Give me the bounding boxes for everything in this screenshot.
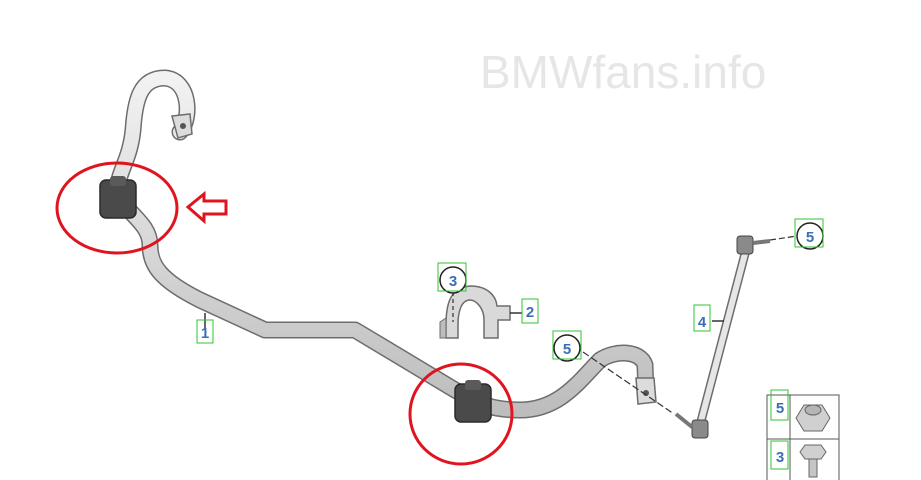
- watermark-text: BMWfans.info: [480, 46, 766, 98]
- svg-text:5: 5: [563, 341, 571, 358]
- svg-text:5: 5: [806, 229, 814, 246]
- callout-5-bar[interactable]: 5: [552, 330, 582, 362]
- highlight-circle-right: [408, 362, 514, 466]
- callout-5-legend[interactable]: 5: [770, 389, 789, 421]
- callout-1[interactable]: 1: [196, 319, 214, 344]
- bar-bushing-right: [454, 380, 492, 423]
- svg-text:4: 4: [698, 314, 707, 331]
- fastener-legend: [766, 394, 840, 480]
- callout-4[interactable]: 4: [693, 304, 711, 332]
- bracket-part-2: [439, 285, 522, 339]
- callout-5-link-top[interactable]: 5: [794, 218, 824, 250]
- bolt-icon: [799, 444, 827, 478]
- highlight-circle-left: [55, 161, 179, 255]
- callout-3[interactable]: 3: [437, 262, 467, 294]
- leader-line-5-top: [769, 235, 798, 241]
- svg-text:2: 2: [526, 304, 534, 321]
- callout-3-legend[interactable]: 3: [770, 440, 789, 470]
- svg-text:1: 1: [201, 325, 209, 342]
- svg-text:3: 3: [776, 449, 784, 466]
- stabilizer-link: [674, 235, 771, 439]
- bar-bushing-left: [99, 176, 137, 219]
- svg-text:3: 3: [449, 273, 457, 290]
- svg-text:5: 5: [776, 400, 784, 417]
- leader-line-5-bar: [582, 351, 675, 415]
- arrow-left-icon: [185, 190, 228, 225]
- callout-2[interactable]: 2: [521, 298, 539, 324]
- stabilizer-bar: [109, 69, 657, 419]
- nut-icon: [795, 404, 831, 432]
